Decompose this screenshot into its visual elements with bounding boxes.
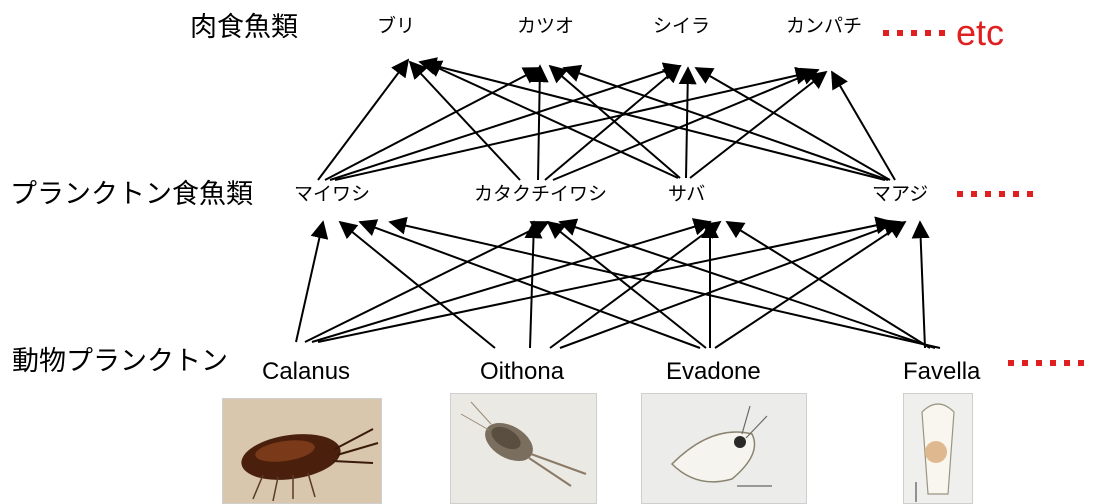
carnivore-buri: ブリ xyxy=(377,17,415,36)
feeding-arrow xyxy=(550,222,720,348)
tier-label-carnivore: 肉食魚類 xyxy=(190,14,298,41)
zooplankton-favella: Favella xyxy=(903,360,980,384)
calanus-photo xyxy=(222,398,382,504)
carnivore-etc-label: etc xyxy=(956,15,1004,51)
feeding-arrow xyxy=(548,222,706,348)
favella-photo xyxy=(903,393,973,504)
feeding-arrow xyxy=(318,222,892,342)
feeding-arrow xyxy=(727,222,930,348)
tier-label-zooplankton: 動物プランクトン xyxy=(12,348,228,375)
feeding-arrow xyxy=(690,72,826,178)
carnivore-more-dots xyxy=(883,30,945,36)
evadone-photo xyxy=(641,393,807,504)
feeding-arrow xyxy=(560,222,900,348)
zooplankton-calanus: Calanus xyxy=(262,360,350,384)
carnivore-shiira: シイラ xyxy=(653,17,710,36)
oithona-photo xyxy=(450,393,597,504)
planktivore-more-dots xyxy=(957,191,1033,197)
feeding-arrow xyxy=(318,60,408,180)
feeding-arrow xyxy=(296,222,323,342)
feeding-arrow xyxy=(560,222,935,348)
feeding-arrow xyxy=(920,222,925,348)
planktivore-katakuchiiwashi: カタクチイワシ xyxy=(474,185,607,204)
zooplankton-evadone: Evadone xyxy=(666,360,761,384)
planktivore-maaji: マアジ xyxy=(872,185,928,204)
zooplankton-more-dots xyxy=(1008,360,1084,366)
carnivore-kanpachi: カンパチ xyxy=(786,17,862,36)
feeding-arrow xyxy=(686,68,688,178)
zooplankton-oithona: Oithona xyxy=(480,360,564,384)
planktivore-saba: サバ xyxy=(668,185,705,204)
tier-label-planktivore: プランクトン食魚類 xyxy=(10,181,253,208)
feeding-arrow xyxy=(538,66,540,180)
feeding-arrow xyxy=(335,72,812,180)
carnivore-katsuo: カツオ xyxy=(517,17,574,36)
planktivore-maiwashi: マイワシ xyxy=(294,185,370,204)
